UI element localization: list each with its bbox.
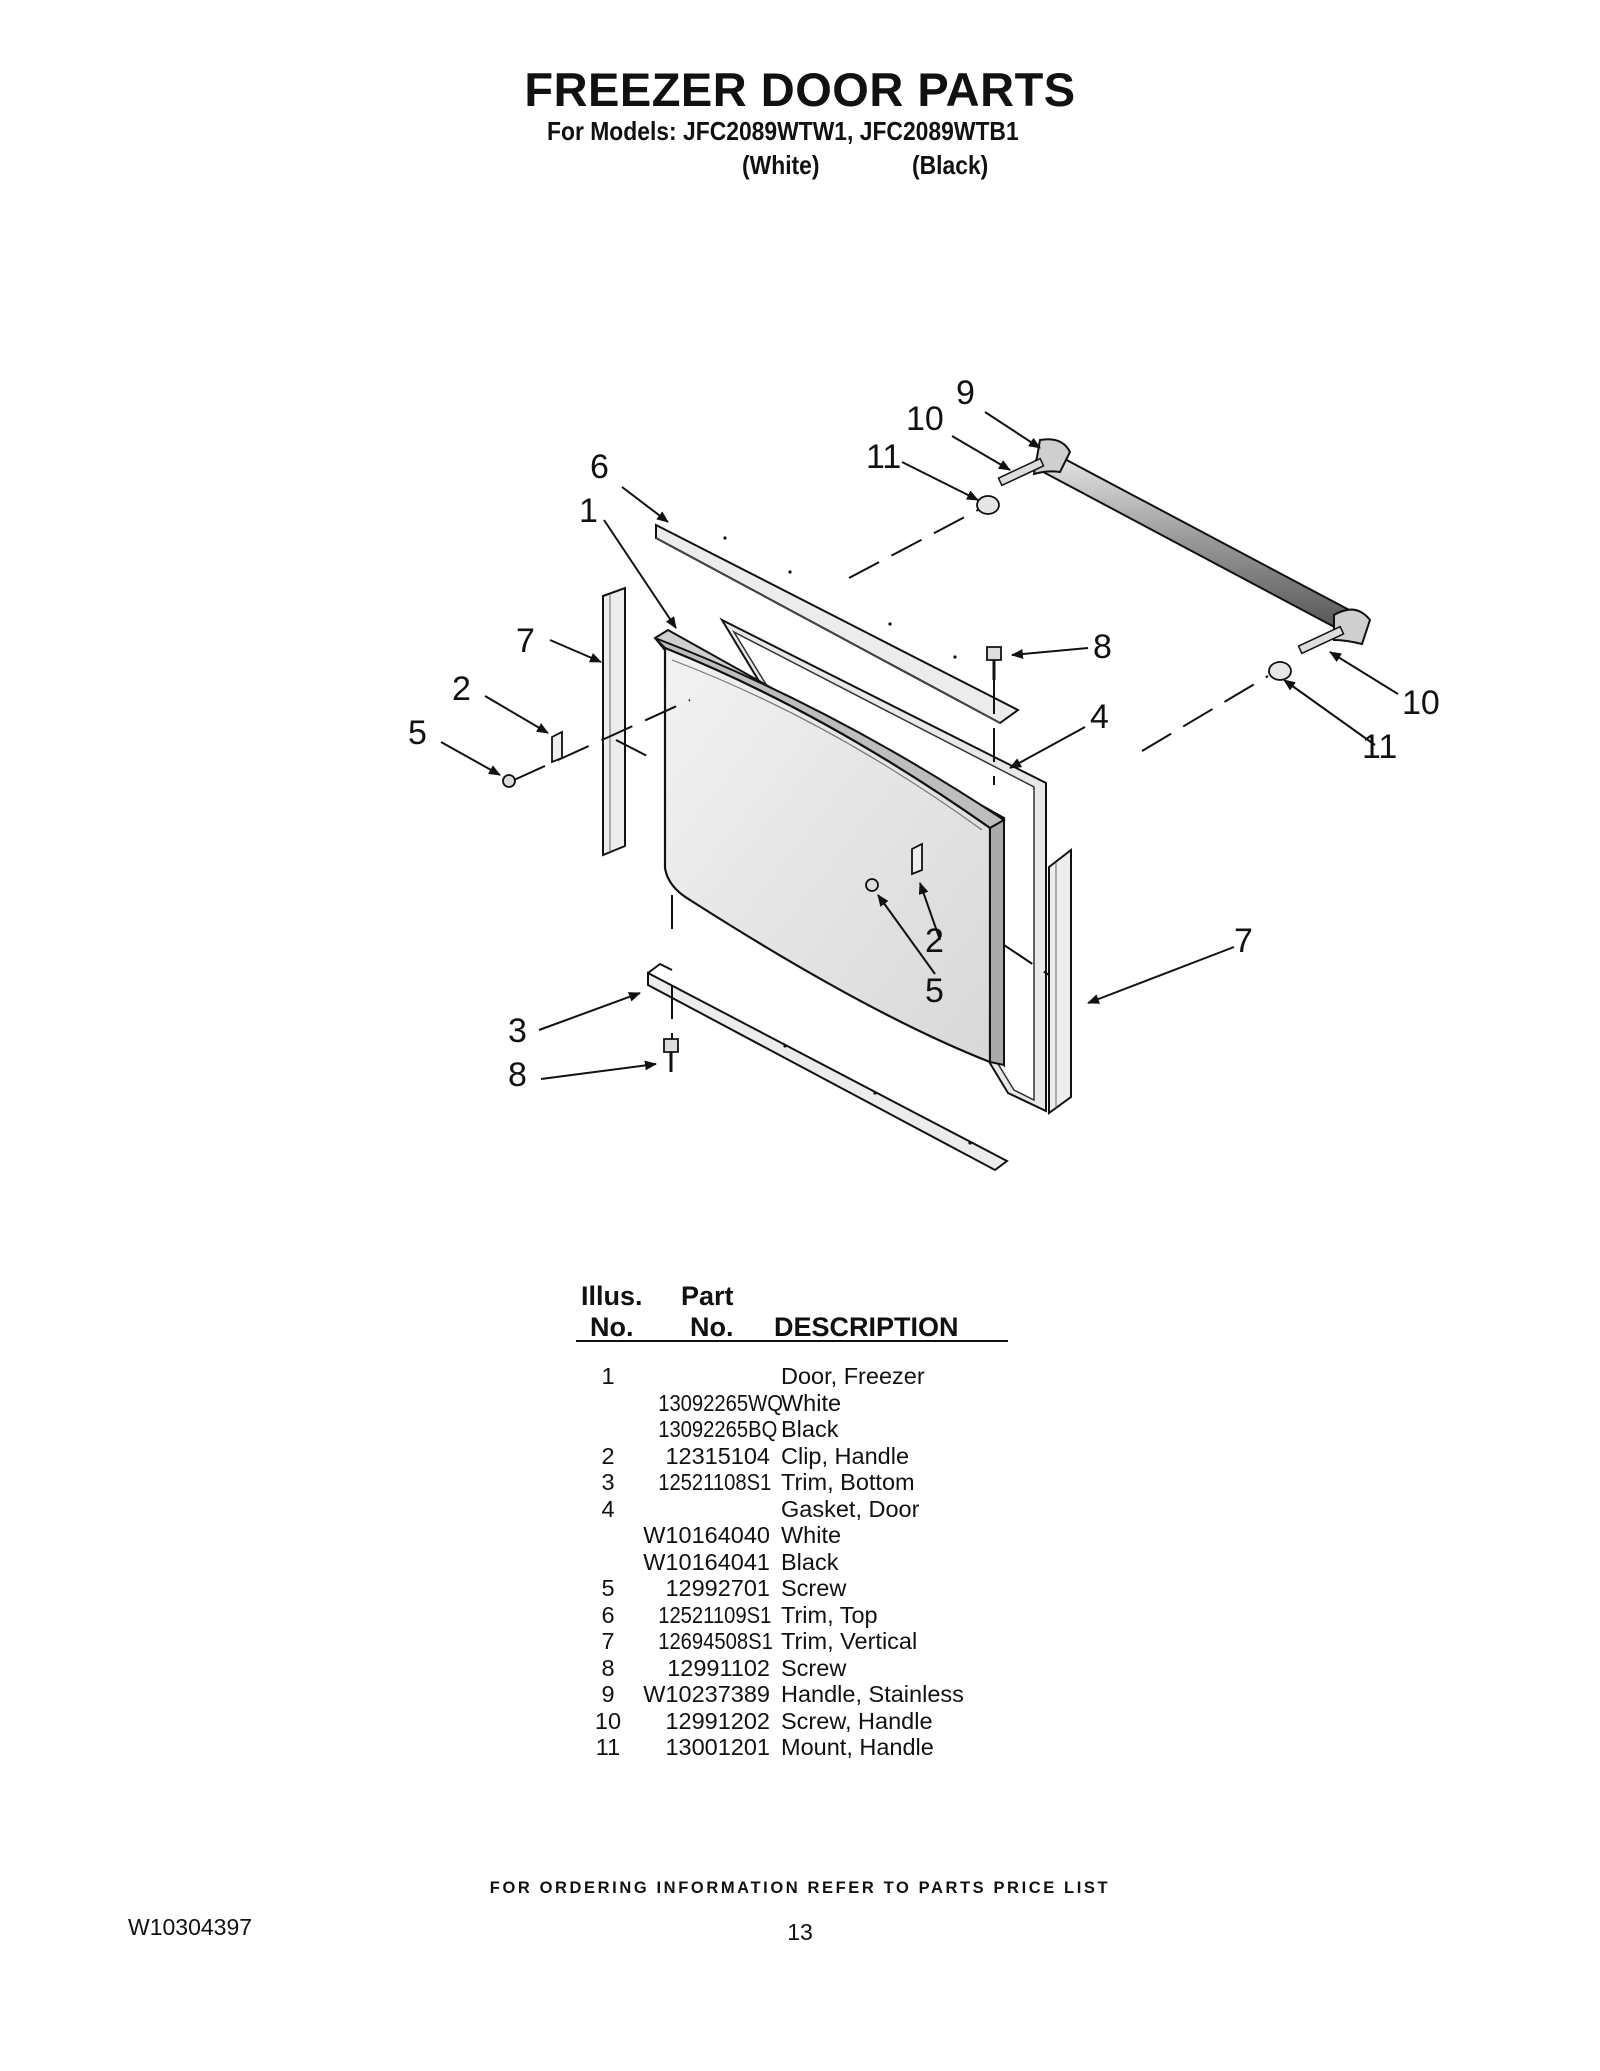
ordering-note: FOR ORDERING INFORMATION REFER TO PARTS … — [489, 1879, 1111, 1897]
callout-5-left: 5 — [408, 714, 427, 752]
top-trim — [655, 523, 1020, 725]
models-line: For Models: JFC2089WTW1, JFC2089WTB1 — [547, 116, 1019, 146]
row-illus-no: 11 — [595, 1734, 621, 1760]
header-rule — [576, 1340, 1008, 1342]
document-number: W10304397 — [128, 1914, 253, 1940]
row-description: Handle, Stainless — [781, 1681, 964, 1707]
page-number: 13 — [787, 1919, 813, 1945]
callout-11-top: 11 — [866, 438, 901, 476]
row-description: Screw, Handle — [781, 1707, 933, 1734]
row-description: Black — [781, 1548, 839, 1575]
row-illus-no: 4 — [601, 1495, 615, 1522]
row-part-no: 13092265BQ — [658, 1416, 778, 1442]
header-part-bottom: No. — [690, 1312, 734, 1342]
callout-5-right: 5 — [925, 972, 944, 1010]
exploded-parts-diagram: 9 10 11 6 1 7 2 5 8 4 10 11 2 5 7 3 8 — [408, 374, 1440, 1172]
row-illus-no: 6 — [601, 1601, 615, 1628]
row-description: Trim, Vertical — [781, 1628, 918, 1654]
callout-1: 1 — [579, 492, 598, 530]
row-description: Screw — [781, 1575, 847, 1601]
clip-screws — [502, 774, 879, 892]
trim-screws — [663, 646, 1002, 1072]
header-illus-bottom: No. — [590, 1312, 634, 1342]
row-part-no: W10164041 — [643, 1548, 770, 1575]
row-illus-no: 2 — [601, 1442, 615, 1469]
row-description: Mount, Handle — [781, 1734, 934, 1760]
callout-10-right: 10 — [1402, 684, 1440, 722]
row-description: Black — [781, 1416, 839, 1442]
freezer-door — [653, 628, 1006, 1068]
row-part-no: W10164040 — [643, 1522, 770, 1548]
row-description: White — [781, 1522, 842, 1548]
handle-stainless — [1030, 438, 1372, 646]
row-illus-no: 9 — [601, 1681, 615, 1707]
row-description: Trim, Top — [781, 1601, 878, 1628]
callout-2-right: 2 — [925, 922, 944, 960]
row-description: White — [781, 1389, 842, 1416]
row-part-no: 12315104 — [665, 1442, 770, 1469]
header-part-top: Part — [681, 1281, 734, 1311]
row-part-no: 12521109S1 — [658, 1601, 772, 1628]
row-illus-no: 8 — [601, 1654, 615, 1681]
color-white-label: (White) — [742, 150, 820, 180]
row-description: Door, Freezer — [781, 1363, 925, 1389]
row-description: Gasket, Door — [781, 1495, 920, 1522]
vertical-trim-right — [1048, 847, 1072, 1115]
callout-9: 9 — [956, 374, 975, 412]
page-title: FREEZER DOOR PARTS — [524, 63, 1076, 116]
callout-7-left: 7 — [516, 622, 535, 660]
row-illus-no: 7 — [601, 1628, 615, 1654]
vertical-trim-left — [602, 586, 626, 857]
bottom-trim — [647, 962, 1009, 1172]
row-part-no: 12992701 — [665, 1575, 770, 1601]
row-illus-no: 3 — [601, 1469, 615, 1495]
callout-3: 3 — [508, 1012, 527, 1050]
row-description: Screw — [781, 1654, 847, 1681]
header-description: DESCRIPTION — [774, 1312, 959, 1342]
callout-labels: 9 10 11 6 1 7 2 5 8 4 10 11 2 5 7 3 8 — [408, 374, 1440, 1094]
row-part-no: 13001201 — [665, 1734, 770, 1760]
callout-4: 4 — [1090, 698, 1109, 736]
row-description: Trim, Bottom — [781, 1469, 915, 1495]
row-illus-no: 10 — [594, 1707, 622, 1734]
assembly-dash-lines — [513, 509, 1269, 1039]
row-illus-no: 1 — [601, 1363, 615, 1389]
header-illus-top: Illus. — [581, 1281, 643, 1311]
callout-11-right: 11 — [1362, 728, 1397, 766]
row-part-no: 12991202 — [665, 1707, 770, 1734]
row-part-no: 12694508S1 — [658, 1628, 773, 1654]
callout-8-bottom: 8 — [508, 1056, 527, 1094]
row-part-no: W10237389 — [643, 1681, 770, 1707]
handle-mounts — [976, 495, 1292, 681]
leader-arrows — [440, 411, 1399, 1080]
callout-10-top: 10 — [906, 400, 944, 438]
handle-screws — [997, 457, 1345, 655]
handle-clips — [551, 730, 923, 876]
color-black-label: (Black) — [912, 150, 989, 180]
row-description: Clip, Handle — [781, 1442, 910, 1469]
callout-8-top: 8 — [1093, 628, 1112, 666]
callout-2-left: 2 — [452, 670, 471, 708]
row-part-no: 12991102 — [667, 1654, 770, 1681]
row-part-no: 12521108S1 — [658, 1469, 772, 1495]
callout-7-right: 7 — [1234, 922, 1253, 960]
row-part-no: 13092265WQ — [658, 1389, 783, 1416]
callout-6: 6 — [590, 448, 609, 486]
row-illus-no: 5 — [601, 1575, 615, 1601]
